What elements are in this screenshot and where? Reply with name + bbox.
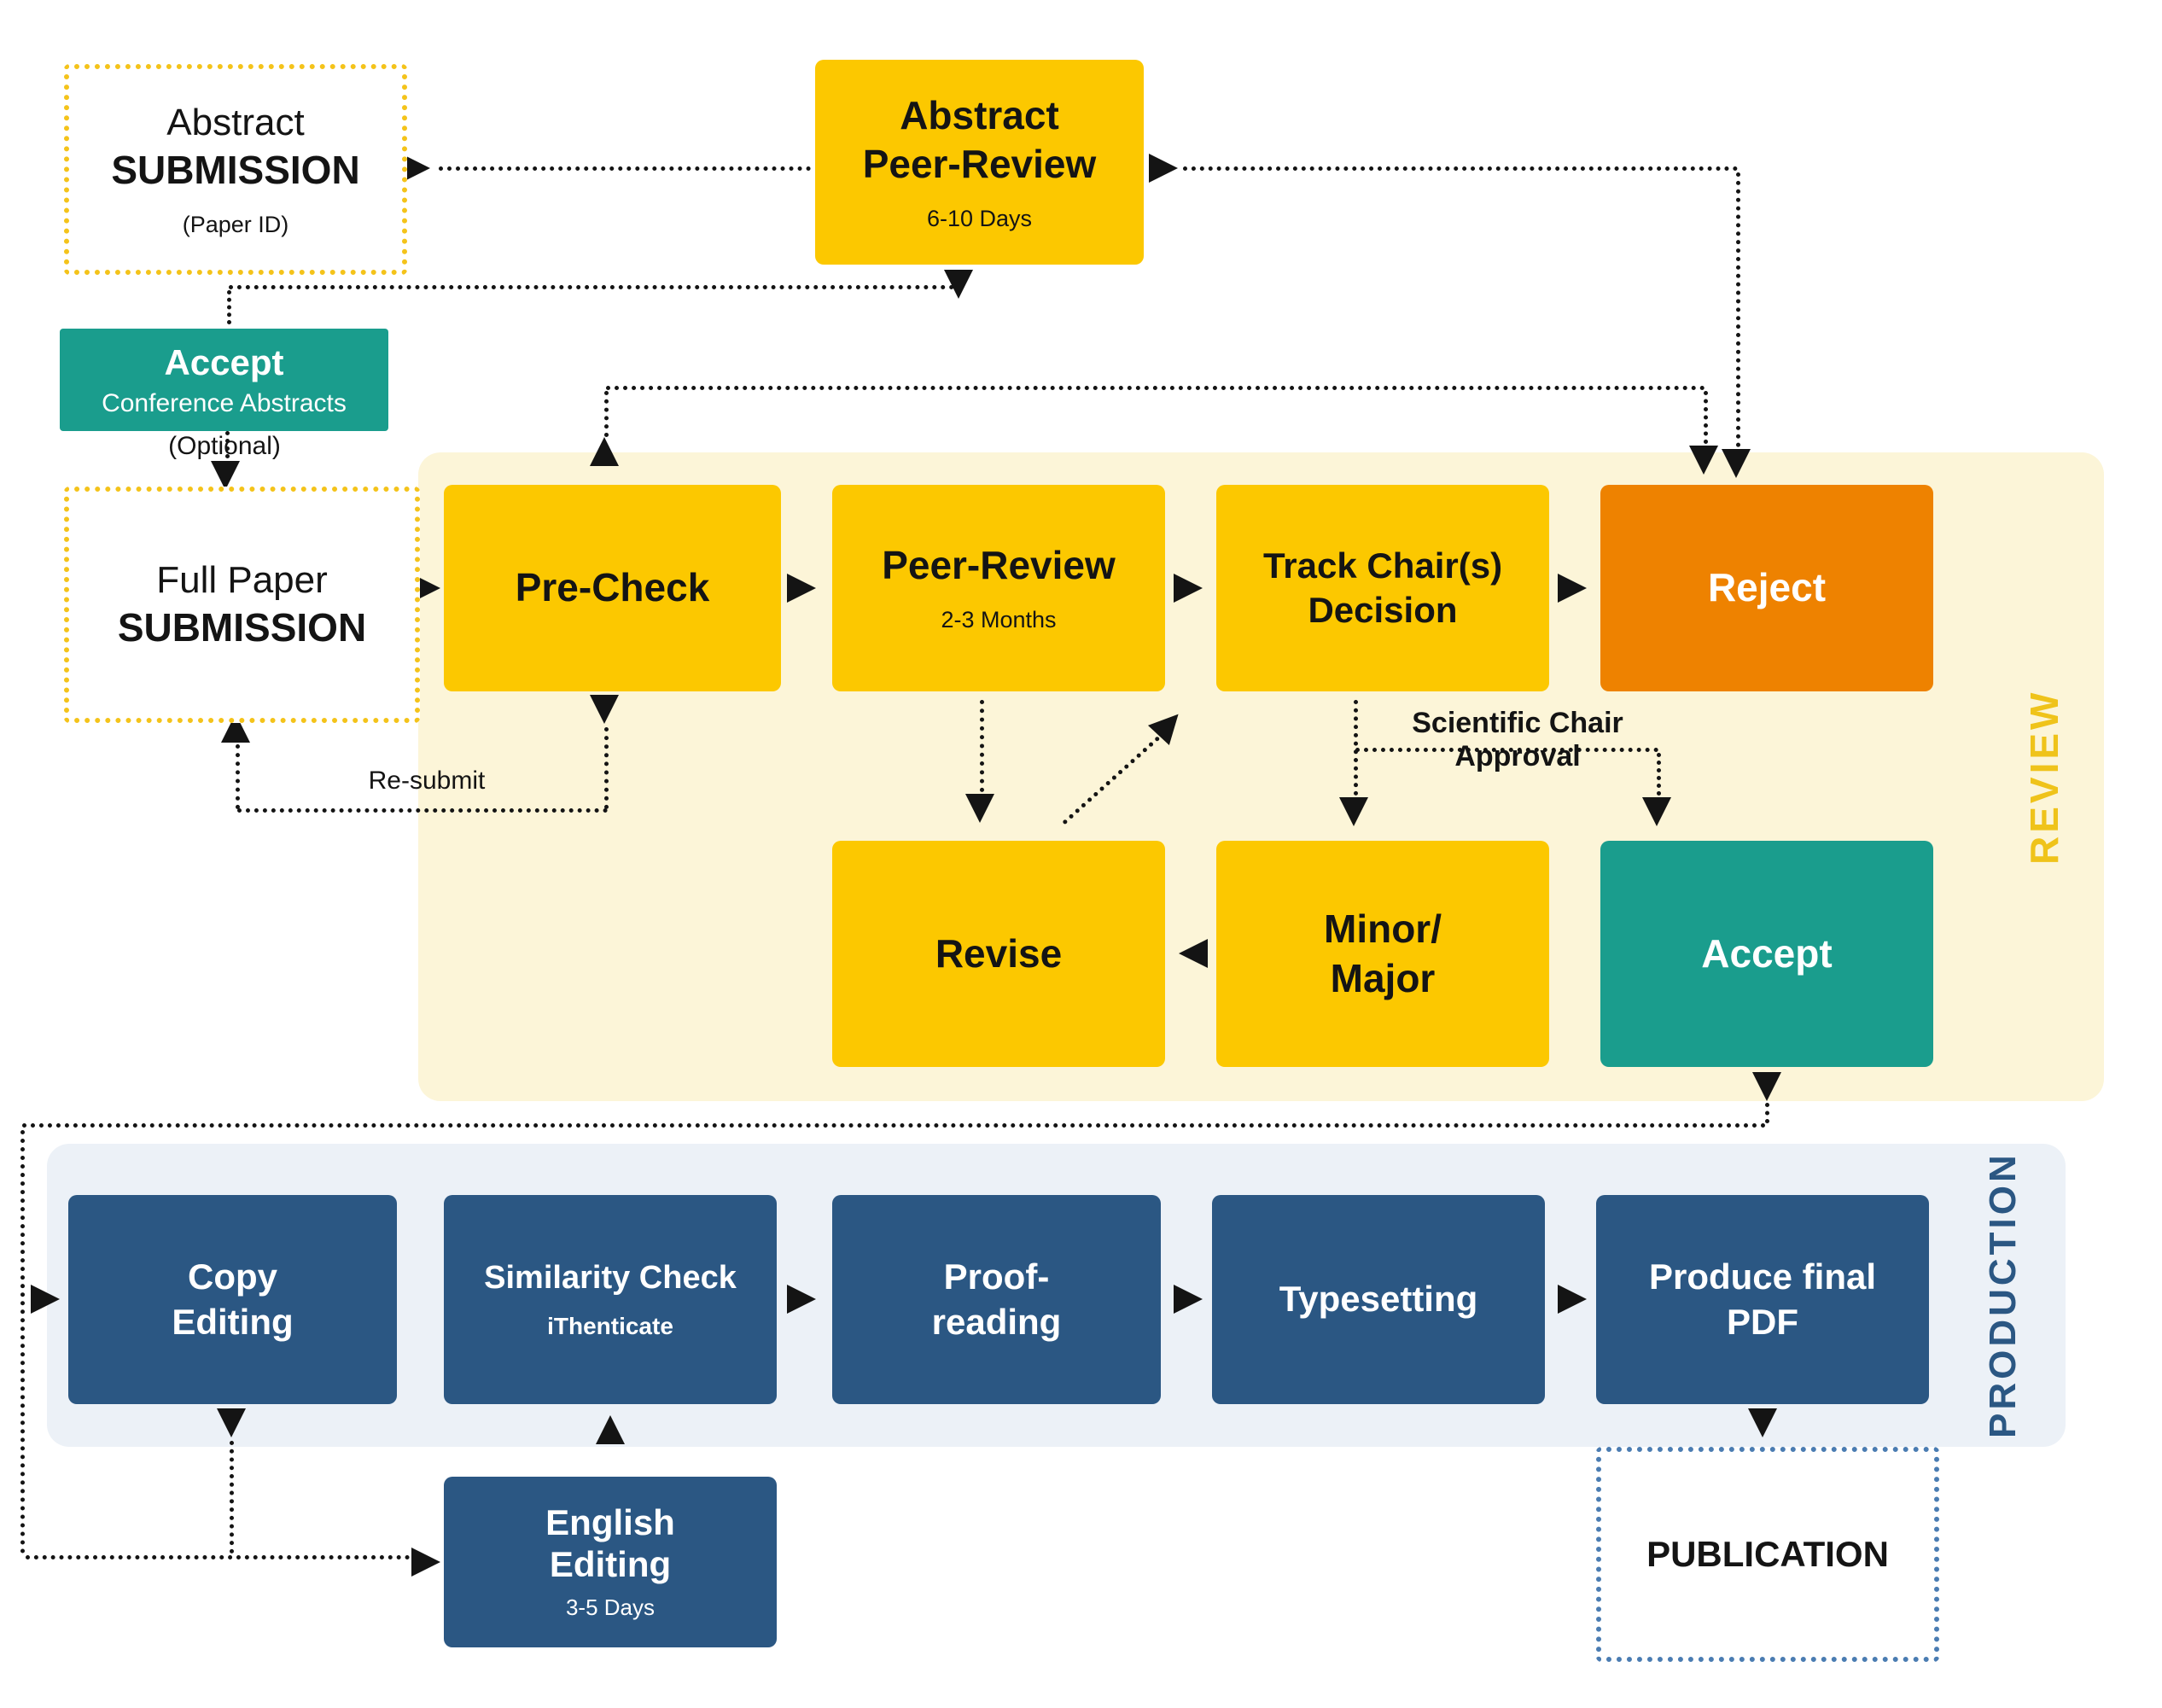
arrow-into-accept-icon	[1642, 797, 1671, 826]
node-full-paper-submission: Full Paper SUBMISSION	[64, 487, 420, 723]
english-editing-sub: 3-5 Days	[565, 1594, 656, 1621]
minor-major-line1: Minor/	[1324, 906, 1442, 951]
full-paper-line2: SUBMISSION	[117, 605, 367, 650]
produce-pdf-line2: PDF	[1727, 1301, 1798, 1342]
node-copy-editing: Copy Editing	[68, 1195, 397, 1404]
proof-reading-line1: Proof-	[943, 1256, 1050, 1297]
minor-major-line2: Major	[1330, 955, 1436, 1000]
copy-editing-line1: Copy	[188, 1256, 277, 1297]
arrow-peer-review-to-track-chair-icon	[1174, 574, 1203, 603]
node-accept-abstracts: Accept Conference Abstracts	[60, 329, 388, 431]
abstract-submission-sub: (Paper ID)	[182, 211, 289, 237]
node-proof-reading: Proof- reading	[832, 1195, 1161, 1404]
abstract-submission-line1: Abstract	[166, 102, 305, 144]
connector-peer-review-to-revise	[980, 700, 984, 792]
publication-title: PUBLICATION	[1646, 1533, 1889, 1574]
node-reject: Reject	[1600, 485, 1933, 691]
pre-check-title: Pre-Check	[515, 565, 710, 610]
node-abstract-submission: Abstract SUBMISSION (Paper ID)	[64, 64, 407, 275]
connector-resubmit-v-right	[604, 727, 609, 809]
connector-accept-abstracts-to-full-paper	[225, 431, 230, 458]
track-chair-line1: Track Chair(s)	[1262, 545, 1503, 586]
scientific-chair-approval-label: Scientific Chair Approval	[1412, 707, 1623, 772]
connector-pre-check-to-reject-h	[606, 386, 1705, 390]
arrow-track-chair-to-reject-icon	[1558, 574, 1587, 603]
node-accept: Accept	[1600, 841, 1933, 1067]
arrow-into-english-editing-icon	[411, 1548, 440, 1577]
connector-pre-check-up-v	[604, 391, 609, 437]
accept-abstracts-sub: Conference Abstracts	[102, 388, 347, 417]
production-band-label: PRODUCTION	[1982, 1151, 2024, 1438]
node-track-chair-decision: Track Chair(s) Decision	[1216, 485, 1549, 691]
connector-peer-review-to-reject-h	[1183, 166, 1738, 171]
peer-review-title: Peer-Review	[882, 543, 1116, 588]
track-chair-line2: Decision	[1308, 590, 1458, 630]
similarity-check-sub: iThenticate	[547, 1312, 673, 1339]
proof-reading-line2: reading	[931, 1301, 1062, 1342]
arrow-into-reject-right-icon	[1722, 449, 1751, 478]
arrow-accept-down-icon	[1752, 1072, 1781, 1101]
typesetting-title: Typesetting	[1279, 1279, 1478, 1320]
revise-title: Revise	[935, 930, 1063, 976]
arrow-copy-editing-down-icon	[217, 1408, 246, 1437]
arrow-similarity-to-proof-icon	[787, 1285, 816, 1314]
similarity-check-title: Similarity Check	[484, 1260, 737, 1297]
connector-approval-v	[1657, 753, 1661, 796]
connector-pre-check-to-reject-v	[1704, 391, 1708, 444]
arrow-into-reject-left-icon	[1689, 446, 1718, 475]
connector-accept-v	[1765, 1103, 1769, 1123]
accept-abstracts-title: Accept	[164, 342, 284, 382]
arrow-into-minor-major-icon	[1339, 797, 1368, 826]
node-publication: PUBLICATION	[1596, 1447, 1939, 1662]
connector-accept-to-production-h	[22, 1123, 1767, 1128]
arrow-into-copy-editing-icon	[31, 1285, 60, 1314]
arrow-proof-to-typesetting-icon	[1174, 1285, 1203, 1314]
arrow-into-revise-icon	[965, 794, 994, 823]
node-similarity-check: Similarity Check iThenticate	[444, 1195, 777, 1404]
connector-peer-review-to-reject-v	[1736, 172, 1740, 447]
abstract-peer-review-line2: Peer-Review	[862, 142, 1097, 187]
connector-to-english-editing-h	[26, 1555, 410, 1559]
node-revise: Revise	[832, 841, 1165, 1067]
abstract-peer-review-sub: 6-10 Days	[926, 205, 1033, 231]
arrow-pre-check-down-icon	[590, 695, 619, 724]
arrow-typesetting-to-pdf-icon	[1558, 1285, 1587, 1314]
arrow-into-full-paper-icon	[211, 461, 240, 490]
arrow-pre-check-to-peer-review-icon	[787, 574, 816, 603]
english-editing-line2: Editing	[549, 1543, 672, 1584]
optional-note: (Optional)	[168, 432, 281, 460]
connector-copy-editing-down-v	[230, 1441, 234, 1554]
full-paper-line1: Full Paper	[156, 559, 328, 602]
accept-title: Accept	[1701, 930, 1833, 976]
node-peer-review: Peer-Review 2-3 Months	[832, 485, 1165, 691]
connector-left-edge-v	[20, 1130, 25, 1554]
node-pre-check: Pre-Check	[444, 485, 781, 691]
arrow-english-editing-to-similarity-icon	[596, 1415, 625, 1444]
abstract-peer-review-line1: Abstract	[900, 92, 1059, 137]
connector-peer-review-to-accept-abstracts-v	[227, 290, 231, 324]
connector-resubmit-v-left	[236, 744, 240, 809]
node-english-editing: English Editing 3-5 Days	[444, 1477, 777, 1647]
node-produce-final-pdf: Produce final PDF	[1596, 1195, 1929, 1404]
copy-editing-line2: Editing	[172, 1301, 294, 1342]
re-submit-label: Re-submit	[368, 767, 486, 795]
connector-resubmit-h	[237, 808, 608, 813]
english-editing-line1: English	[545, 1502, 675, 1543]
abstract-submission-line2: SUBMISSION	[111, 148, 360, 193]
connector-peer-review-to-accept-abstracts-h	[229, 285, 954, 289]
arrow-abstract-peer-review-out-icon	[1149, 154, 1178, 183]
node-abstract-peer-review: Abstract Peer-Review 6-10 Days	[815, 60, 1144, 265]
reject-title: Reject	[1707, 565, 1827, 610]
arrow-minor-major-to-revise-icon	[1179, 939, 1208, 968]
node-typesetting: Typesetting	[1212, 1195, 1545, 1404]
arrow-pdf-to-publication-icon	[1748, 1408, 1777, 1437]
arrow-abstract-peer-review-down-icon	[944, 270, 973, 299]
connector-abstract-submission-to-peer-review	[439, 166, 811, 171]
connector-approval-h	[1355, 748, 1658, 752]
review-band-label: REVIEW	[2022, 689, 2066, 865]
produce-pdf-line1: Produce final	[1648, 1256, 1877, 1297]
arrow-pre-check-up-icon	[590, 437, 619, 466]
peer-review-sub: 2-3 Months	[941, 606, 1057, 632]
node-minor-major: Minor/ Major	[1216, 841, 1549, 1067]
